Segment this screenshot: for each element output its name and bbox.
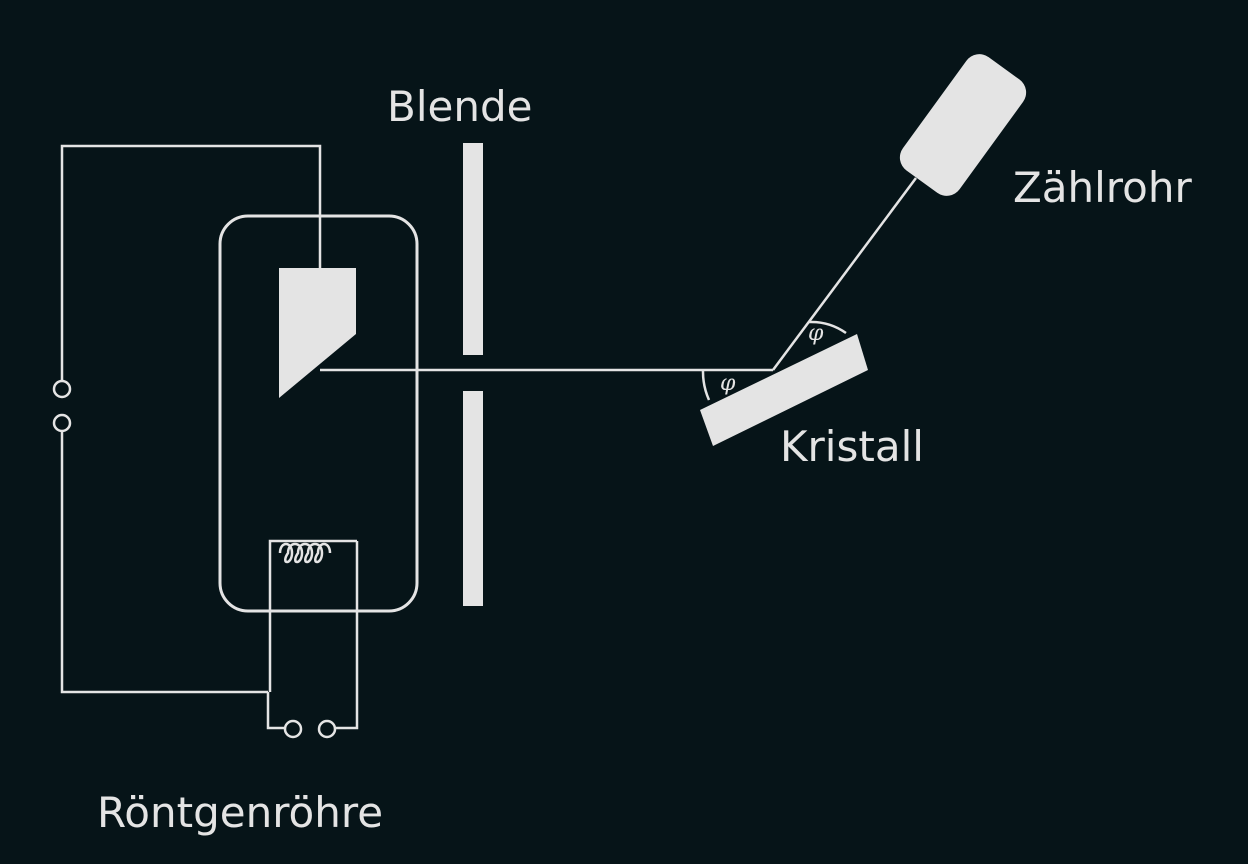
anode-wire-lower — [60, 432, 268, 694]
aperture-lower-plate — [463, 391, 483, 606]
angle-label-reflected: φ — [808, 321, 824, 346]
heater-wire-right — [336, 541, 359, 730]
hv-terminal-top — [52, 379, 72, 399]
xray-tube-label: Röntgenröhre — [97, 788, 384, 837]
filament-coil — [278, 542, 332, 564]
hv-terminal-bottom — [52, 413, 72, 433]
heater-wire-left-bottom — [266, 692, 284, 730]
heater-terminal-right — [317, 719, 337, 739]
counter-tube — [899, 54, 1027, 196]
aperture — [463, 143, 483, 606]
angle-arc-reflected — [808, 320, 847, 335]
xray-tube-envelope — [218, 214, 419, 613]
heater-terminal-left — [283, 719, 303, 739]
aperture-upper-plate — [463, 143, 483, 355]
crystal-label: Kristall — [780, 422, 924, 471]
anode — [279, 268, 356, 398]
reflected-beam — [771, 177, 918, 371]
crystal — [700, 334, 868, 446]
angle-label-incident: φ — [720, 371, 736, 396]
anode-wire-upper — [60, 144, 322, 380]
heater-wire-top — [268, 539, 357, 692]
angle-arc-incident — [701, 369, 711, 401]
cathode-heater-circuit — [266, 539, 359, 739]
counter-tube-label: Zählrohr — [1013, 163, 1192, 212]
anode-supply-circuit — [52, 144, 322, 694]
aperture-label: Blende — [387, 82, 533, 131]
